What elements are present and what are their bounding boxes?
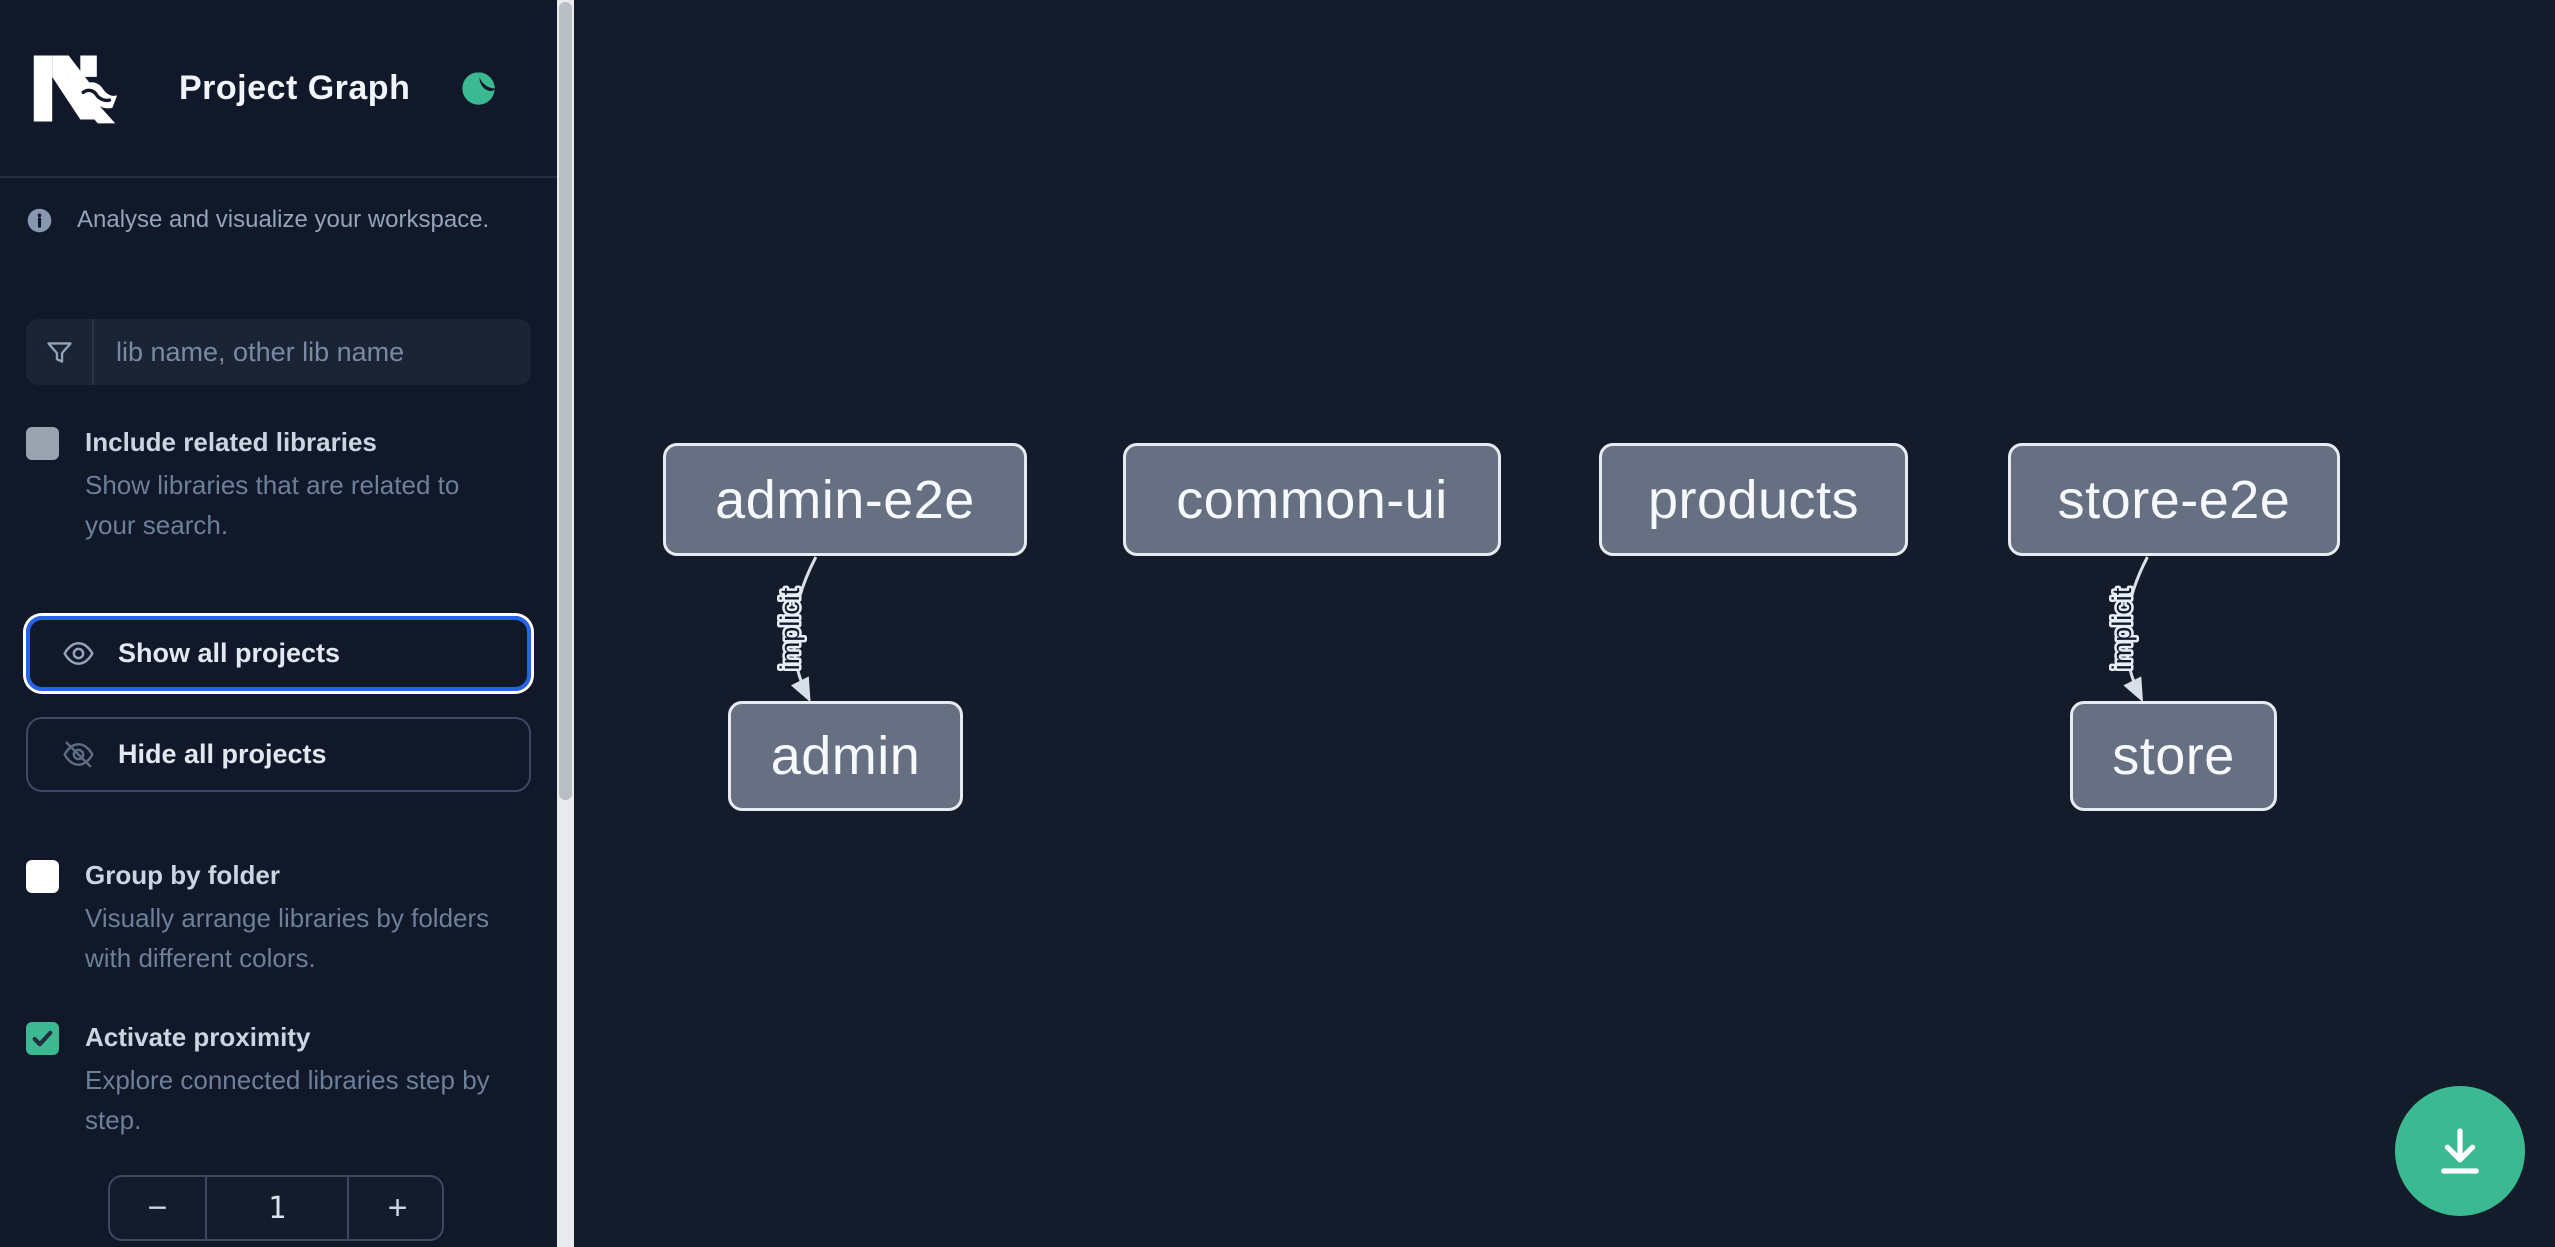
activate-proximity-checkbox[interactable] [26, 1022, 59, 1055]
graph-node-store-e2e[interactable]: store-e2e [2008, 443, 2340, 556]
moon-icon [462, 71, 495, 105]
stepper-decrement-button[interactable]: − [110, 1177, 207, 1239]
sidebar-header: Project Graph [0, 0, 557, 176]
group-by-folder-label[interactable]: Group by folder [85, 860, 280, 890]
option-activate-proximity: Activate proximity Explore connected lib… [26, 1020, 531, 1140]
graph-node-store[interactable]: store [2070, 701, 2277, 811]
eye-off-icon [63, 741, 94, 768]
hide-all-projects-label: Hide all projects [118, 739, 327, 769]
edge-label-implicit: implicit [2107, 587, 2137, 670]
download-button[interactable] [2395, 1086, 2525, 1216]
info-icon [27, 208, 52, 232]
graph-node-common-ui[interactable]: common-ui [1123, 443, 1501, 556]
graph-edge-store-e2e-store[interactable] [2123, 556, 2149, 703]
header-divider [0, 176, 557, 178]
scrollbar-thumb[interactable] [559, 2, 572, 800]
check-icon [32, 1030, 53, 1047]
eye-icon [63, 642, 94, 665]
group-by-folder-description: Visually arrange libraries by folders wi… [85, 903, 490, 973]
option-include-related: Include related libraries Show libraries… [26, 425, 531, 545]
workspace-tagline: Analyse and visualize your workspace. [77, 206, 490, 233]
search-input[interactable] [94, 319, 531, 385]
tagline-row: Analyse and visualize your workspace. [26, 206, 531, 234]
hide-all-projects-button[interactable]: Hide all projects [26, 717, 531, 792]
include-related-checkbox[interactable] [26, 427, 59, 460]
sidebar-scrollbar[interactable] [557, 0, 574, 1247]
proximity-stepper: − 1 + [108, 1175, 444, 1241]
include-related-description: Show libraries that are related to your … [85, 470, 460, 540]
edge-label-implicit: implicit [775, 587, 805, 670]
graph-edge-admin-e2e-admin[interactable] [790, 556, 818, 703]
theme-toggle-button[interactable] [456, 66, 500, 110]
option-group-by-folder: Group by folder Visually arrange librari… [26, 858, 531, 978]
graph-node-products[interactable]: products [1599, 443, 1908, 556]
sidebar: Project Graph Analyse and visualize your… [0, 0, 557, 1247]
graph-node-admin-e2e[interactable]: admin-e2e [663, 443, 1027, 556]
page-title: Project Graph [179, 68, 411, 107]
graph-node-admin[interactable]: admin [728, 701, 963, 811]
sidebar-content: Analyse and visualize your workspace. In… [0, 178, 557, 1241]
search-box [26, 319, 531, 385]
show-all-projects-button[interactable]: Show all projects [26, 616, 531, 691]
activate-proximity-description: Explore connected libraries step by step… [85, 1065, 490, 1135]
filter-icon [26, 319, 94, 385]
stepper-increment-button[interactable]: + [347, 1177, 442, 1239]
include-related-label[interactable]: Include related libraries [85, 427, 377, 457]
group-by-folder-checkbox[interactable] [26, 860, 59, 893]
download-icon [2441, 1128, 2479, 1174]
nx-logo-icon [33, 55, 118, 123]
activate-proximity-label[interactable]: Activate proximity [85, 1022, 311, 1052]
show-all-projects-label: Show all projects [118, 638, 341, 668]
stepper-value: 1 [267, 1190, 287, 1226]
